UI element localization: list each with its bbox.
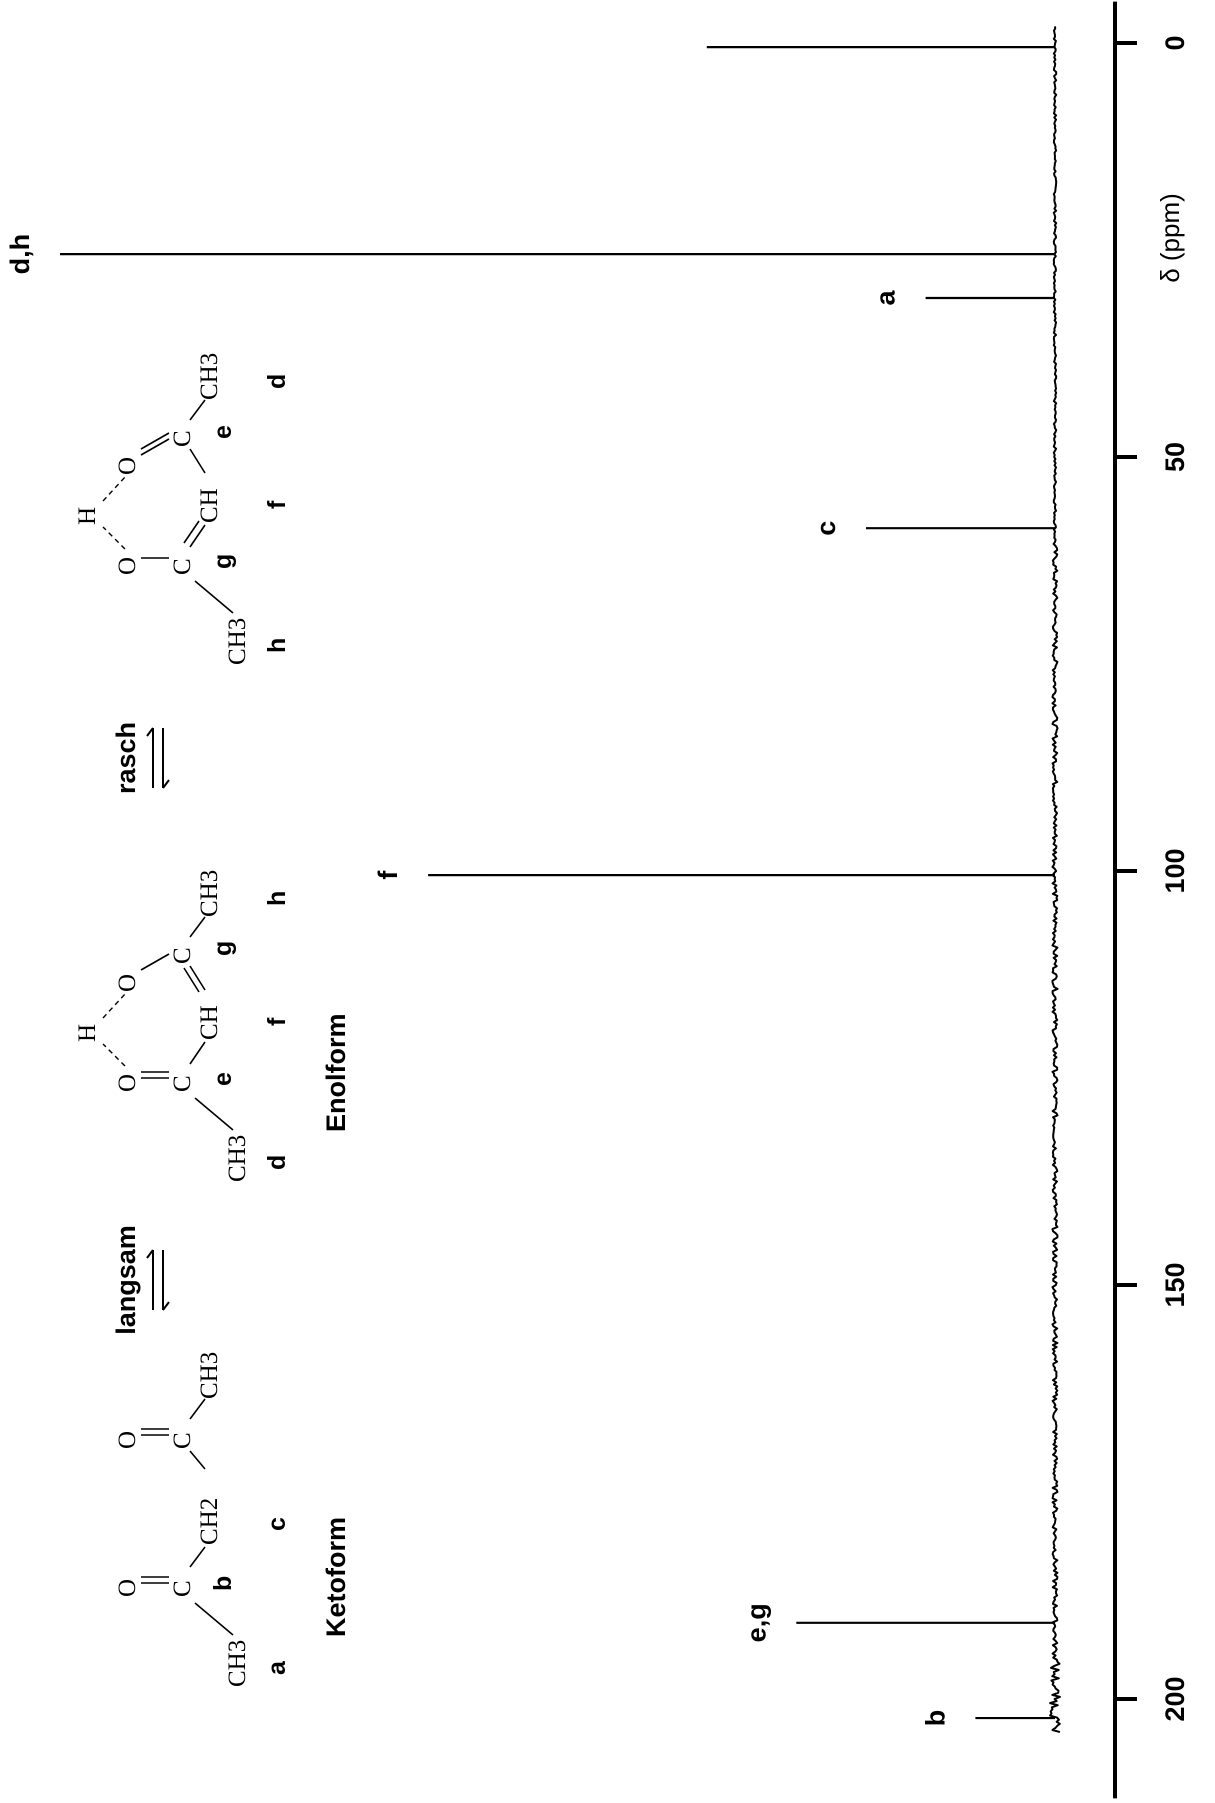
keto-ch3-a: CH3: [224, 1640, 251, 1687]
spectrum-trace: [1049, 26, 1061, 1734]
enol2-c1: C: [169, 558, 196, 575]
equilibrium-slow-label: langsam: [111, 1225, 141, 1335]
peak-label-b: b: [921, 1710, 951, 1727]
enol-name: Enolform: [321, 1014, 351, 1133]
enol2-hbond: [102, 476, 126, 550]
enol1-c1: C: [169, 1075, 196, 1092]
enol1-letter-h: h: [263, 891, 291, 906]
enol2-o2: O: [114, 457, 141, 475]
x-axis-label: δ (ppm): [1155, 193, 1185, 283]
peak-labels: d,h a c f e,g b: [5, 234, 950, 1726]
enol1-bonds: [140, 916, 234, 1131]
peak-label-c: c: [811, 521, 841, 536]
enol2-letter-d: d: [263, 374, 291, 389]
keto-letter-b: b: [209, 1576, 237, 1591]
peak-label-f: f: [373, 870, 403, 880]
equilibrium-slow: langsam: [111, 1225, 170, 1335]
equilibrium-slow-arrows: [146, 1249, 170, 1311]
keto-letter-a: a: [263, 1660, 291, 1675]
x-tick-label-0: 0: [1160, 35, 1190, 50]
enol2-ch: CH: [196, 488, 223, 523]
x-axis-ticks: 0 50 100 150 200: [1115, 35, 1190, 1722]
enol2-letter-g: g: [209, 554, 237, 569]
enol1-letter-e: e: [209, 1072, 237, 1086]
keto-o1: O: [114, 1579, 141, 1597]
equilibrium-fast-label: rasch: [111, 722, 141, 794]
keto-c1: C: [169, 1580, 196, 1597]
enol1-ch3-d: CH3: [224, 1135, 251, 1182]
keto-structure: CH3 C O CH2 C O CH3 a b c Ketoform: [114, 1352, 351, 1687]
x-axis-label-text: δ (ppm): [1155, 193, 1185, 283]
x-tick-label-100: 100: [1160, 848, 1190, 893]
x-tick-label-50: 50: [1160, 442, 1190, 472]
enol2-c2: C: [169, 430, 196, 447]
equilibrium-fast: rasch: [111, 722, 170, 794]
peak-markers: [60, 46, 1055, 1720]
enol1-o1: O: [114, 1074, 141, 1092]
enol2-letter-f: f: [263, 500, 291, 509]
enol1-ch: CH: [196, 1005, 223, 1040]
enol-structure-2: CH3 C O H CH C O CH3 h g f e d: [74, 353, 291, 665]
keto-letter-c: c: [263, 1517, 291, 1531]
enol2-letter-h: h: [263, 638, 291, 653]
keto-o2: O: [114, 1431, 141, 1449]
peak-label-d-h: d,h: [5, 234, 35, 275]
peak-label-a: a: [871, 290, 901, 306]
enol1-ch3-h: CH3: [196, 870, 223, 917]
enol-structure-1: CH3 C O H CH C O CH3 d e f g h Enolform: [74, 870, 351, 1182]
enol2-ch3-d: CH3: [196, 353, 223, 400]
enol1-o2: O: [114, 974, 141, 992]
peak-label-e-g: e,g: [741, 1603, 771, 1642]
x-tick-label-150: 150: [1160, 1262, 1190, 1307]
keto-bonds: [141, 1398, 234, 1636]
keto-ch3-d: CH3: [196, 1352, 223, 1399]
enol1-c2: C: [169, 947, 196, 964]
equilibrium-fast-arrows: [146, 727, 170, 789]
keto-name: Ketoform: [321, 1517, 351, 1637]
keto-c2: C: [169, 1432, 196, 1449]
enol1-letter-g: g: [209, 941, 237, 956]
enol2-h: H: [74, 507, 101, 525]
enol1-h: H: [74, 1024, 101, 1042]
enol1-letter-d: d: [263, 1155, 291, 1170]
enol2-bonds: [140, 399, 234, 614]
keto-ch2: CH2: [196, 1498, 223, 1545]
enol1-letter-f: f: [263, 1017, 291, 1026]
enol2-letter-e: e: [209, 425, 237, 439]
x-tick-label-200: 200: [1160, 1676, 1190, 1721]
enol2-ch3-h: CH3: [224, 618, 251, 665]
enol1-hbond: [102, 993, 126, 1067]
enol2-o1: O: [114, 557, 141, 575]
